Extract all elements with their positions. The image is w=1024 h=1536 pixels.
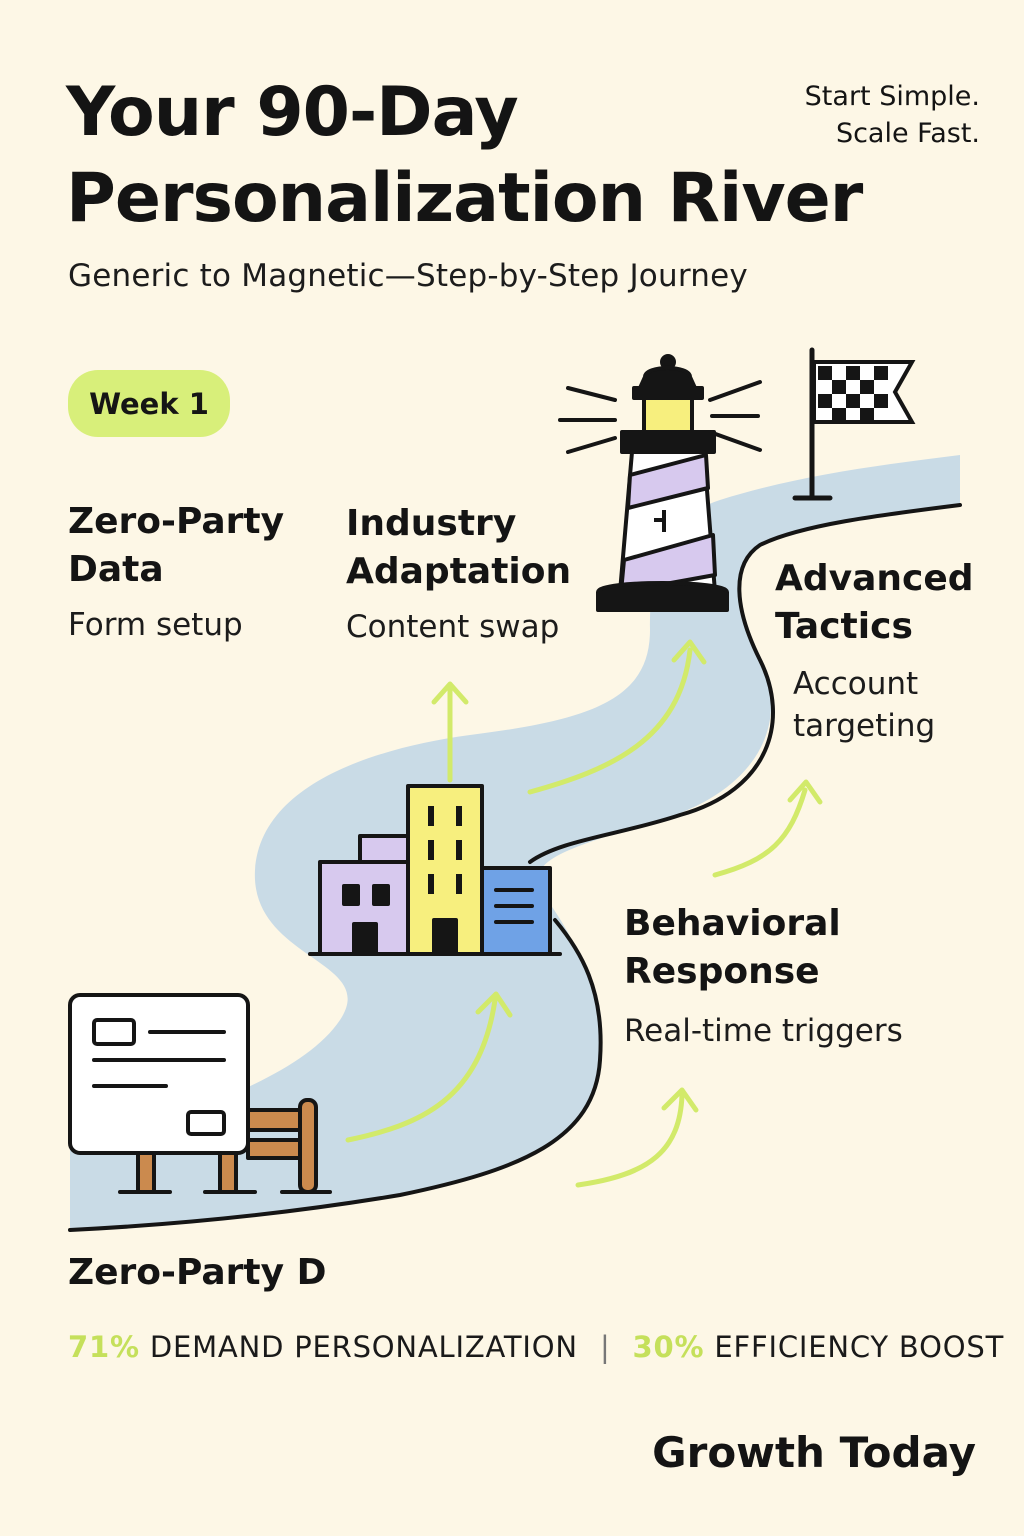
step-advanced-tactics: Advanced Tactics Account targeting bbox=[775, 555, 974, 747]
signboard-icon bbox=[68, 993, 257, 1194]
step-title-line-1: Industry bbox=[346, 503, 517, 544]
arrow-icon bbox=[345, 639, 823, 1188]
step-title-line-2: Adaptation bbox=[346, 551, 572, 592]
step-title: Advanced Tactics bbox=[775, 555, 974, 651]
step-title-line-1: Advanced bbox=[775, 558, 974, 599]
stat-2-percent: 30% bbox=[632, 1330, 705, 1364]
stat-1-label: DEMAND PERSONALIZATION bbox=[149, 1330, 578, 1364]
stat-1-percent: 71% bbox=[68, 1330, 140, 1364]
step-desc-line-1: Real-time triggers bbox=[624, 1013, 903, 1049]
river-bank-lower bbox=[68, 918, 603, 1232]
week-badge: Week 1 bbox=[68, 370, 230, 437]
step-desc-line-1: Account bbox=[793, 666, 919, 702]
tagline-line-2: Scale Fast. bbox=[835, 118, 980, 149]
step-description: Form setup bbox=[68, 604, 284, 646]
subtitle: Generic to Magnetic—Step-by-Step Journey bbox=[68, 258, 748, 294]
step-description: Real-time triggers bbox=[624, 1010, 903, 1052]
buildings-icon bbox=[308, 784, 562, 956]
step-description: Account targeting bbox=[793, 663, 974, 747]
step-desc-line-2: targeting bbox=[793, 708, 936, 744]
step-title: Industry Adaptation bbox=[346, 500, 571, 596]
step-title-line-2: Data bbox=[68, 549, 164, 590]
brand-logo: Growth Today bbox=[652, 1428, 976, 1477]
step-title-line-1: Behavioral bbox=[624, 903, 841, 944]
step-zero-party-data: Zero-Party Data Form setup bbox=[68, 498, 284, 646]
step-title: Behavioral Response bbox=[624, 900, 903, 996]
page-title: Your 90-Day Personalization River bbox=[66, 70, 886, 242]
step-industry-adaptation: Industry Adaptation Content swap bbox=[346, 500, 571, 648]
step-title-line-2: Tactics bbox=[775, 606, 913, 647]
step-title: Zero-Party Data bbox=[68, 498, 284, 594]
stat-2-label: EFFICIENCY BOOST bbox=[714, 1330, 1005, 1364]
stats-bar: 71% DEMAND PERSONALIZATION | 30% EFFICIE… bbox=[68, 1330, 1004, 1364]
tagline: Start Simple. Scale Fast. bbox=[805, 78, 980, 152]
step-title-line-1: Zero-Party bbox=[68, 501, 285, 542]
tagline-line-1: Start Simple. bbox=[804, 81, 980, 112]
fence-icon bbox=[246, 1098, 332, 1194]
title-line-2: Personalization River bbox=[66, 159, 863, 238]
step-behavioral-response: Behavioral Response Real-time triggers bbox=[624, 900, 903, 1052]
step-title-line-2: Response bbox=[624, 951, 820, 992]
river-bank-upper bbox=[528, 503, 962, 864]
bottom-label: Zero-Party D bbox=[68, 1252, 327, 1293]
river bbox=[70, 455, 960, 1230]
title-line-1: Your 90-Day bbox=[66, 73, 519, 152]
step-description: Content swap bbox=[346, 606, 571, 648]
checkered-flag-icon bbox=[792, 347, 916, 501]
step-desc-line-1: Form setup bbox=[68, 607, 243, 643]
step-desc-line-1: Content swap bbox=[346, 609, 560, 645]
lighthouse-icon bbox=[558, 354, 762, 612]
stat-separator: | bbox=[599, 1330, 611, 1364]
